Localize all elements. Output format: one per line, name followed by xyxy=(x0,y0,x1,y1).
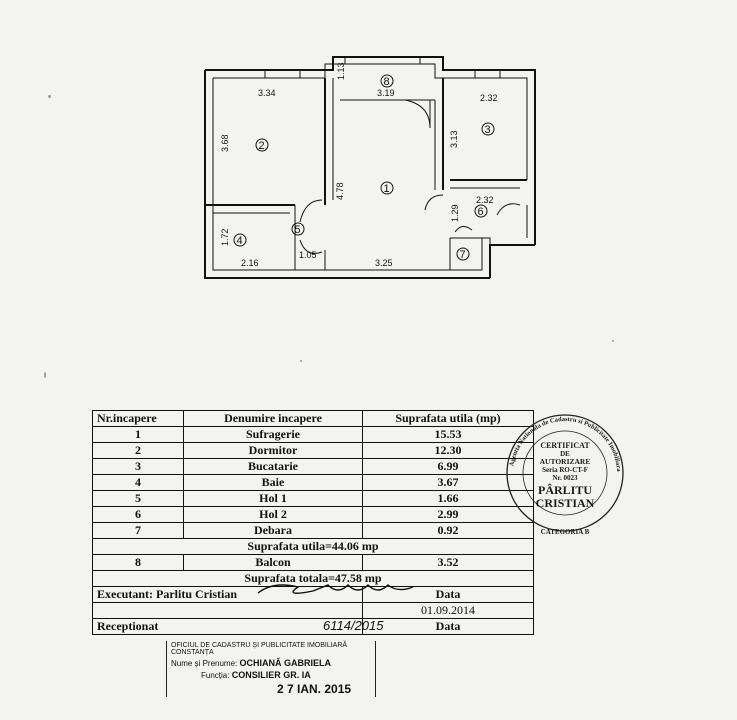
header-area: Suprafata utila (mp) xyxy=(362,410,534,427)
dim-label: 1.05 xyxy=(299,250,317,260)
office-date: 2 7 IAN. 2015 xyxy=(166,681,376,697)
dim-label: 1.29 xyxy=(450,204,460,222)
signature-executant xyxy=(257,584,414,594)
room-nr: 1 xyxy=(92,426,184,443)
dim-label: 1.13 xyxy=(336,62,346,80)
useful-area: Suprafata utila=44.06 mp xyxy=(92,538,534,555)
room-name: Hol 1 xyxy=(183,490,363,507)
stamp-line: AUTORIZARE xyxy=(540,457,591,466)
floor-plan: 3.34 3.68 1.13 3.19 2.32 3.13 4.78 2.32 … xyxy=(204,56,536,279)
office-name-line: Nume și Prenume: OCHIANĂ GABRIELA xyxy=(166,657,376,669)
stamp-category: CATEGORIA B xyxy=(541,528,590,536)
stamp-line: DE xyxy=(560,450,570,458)
dim-label: 4.78 xyxy=(335,182,345,200)
office-name-label: Nume și Prenume: xyxy=(171,659,238,668)
room-nr: 8 xyxy=(92,554,184,571)
room-number: 6 xyxy=(478,206,484,218)
dim-label: 3.68 xyxy=(220,134,230,152)
room-nr: 7 xyxy=(92,522,184,539)
room-area: 3.52 xyxy=(362,554,534,571)
stamp-name: CRISTIAN xyxy=(536,496,595,510)
date-value: 01.09.2014 xyxy=(362,602,534,619)
office-function-line: Funcția: CONSILIER GR. IA xyxy=(166,669,376,681)
header-name: Denumire incapere xyxy=(183,410,363,427)
dim-label: 3.13 xyxy=(449,130,459,148)
stamp-name: PÂRLITU xyxy=(538,483,592,497)
room-nr: 6 xyxy=(92,506,184,523)
room-number: 1 xyxy=(384,183,390,195)
office-name-value: OCHIANĂ GABRIELA xyxy=(239,658,331,668)
office-function-label: Funcția: xyxy=(201,671,230,680)
total-area: Suprafata totala=47.58 mp xyxy=(92,570,534,587)
dim-label: 2.32 xyxy=(476,195,494,205)
office-stamp: OFICIUL DE CADASTRU ȘI PUBLICITATE IMOBI… xyxy=(166,641,376,697)
header-nr: Nr.incapere xyxy=(92,410,184,427)
stamp-line: Nr. 0023 xyxy=(552,474,578,482)
dim-label: 3.34 xyxy=(258,88,276,98)
office-title: OFICIUL DE CADASTRU ȘI PUBLICITATE IMOBI… xyxy=(166,641,376,657)
office-function-value: CONSILIER GR. IA xyxy=(231,670,311,680)
room-name: Hol 2 xyxy=(183,506,363,523)
receptionat-label: Receptionat xyxy=(97,619,159,633)
room-number: 2 xyxy=(259,140,265,152)
room-nr: 3 xyxy=(92,458,184,475)
empty-cell xyxy=(92,602,363,619)
room-area: 12.30 xyxy=(362,442,534,459)
dim-label: 2.32 xyxy=(480,93,498,103)
room-number: 4 xyxy=(237,235,243,247)
receptionat-cell: Receptionat 6114/2015 xyxy=(92,618,384,635)
dim-label: 2.16 xyxy=(241,258,259,268)
dim-label: 3.25 xyxy=(375,258,393,268)
rooms-table: Nr.incapere Denumire incapere Suprafata … xyxy=(92,410,534,635)
stamp-line: Seria RO-CT-F xyxy=(542,466,588,474)
total-area-row: Suprafata totala=47.58 mp xyxy=(92,570,534,587)
room-name: Sufragerie xyxy=(183,426,363,443)
room-nr: 5 xyxy=(92,490,184,507)
authorization-stamp: Agentia Nationala de Cadastru si Publici… xyxy=(506,414,624,536)
receptionat-row: Receptionat 6114/2015 Data xyxy=(92,618,534,635)
executant-label: Executant: Parlitu Cristian xyxy=(97,587,237,601)
date-label-2: Data xyxy=(362,618,534,635)
date-row: 01.09.2014 xyxy=(92,602,534,619)
executant-cell: Executant: Parlitu Cristian xyxy=(92,584,414,603)
room-number: 3 xyxy=(485,124,491,136)
room-area: 0.92 xyxy=(362,522,534,539)
room-name: Balcon xyxy=(183,554,363,571)
room-name: Debara xyxy=(183,522,363,539)
room-number: 7 xyxy=(460,249,466,261)
room-name: Dormitor xyxy=(183,442,363,459)
room-name: Baie xyxy=(183,474,363,491)
room-number: 5 xyxy=(295,224,301,236)
table-header-row: Nr.incapere Denumire incapere Suprafata … xyxy=(92,410,534,427)
room-name: Bucatarie xyxy=(183,458,363,475)
dim-label: 3.19 xyxy=(377,88,395,98)
stamp-line: CERTIFICAT xyxy=(540,441,590,450)
room-number-markers: 1 2 3 4 5 6 7 8 xyxy=(233,74,495,261)
executant-row: Executant: Parlitu Cristian Data xyxy=(92,584,534,603)
room-number: 8 xyxy=(384,76,390,88)
dim-label: 1.72 xyxy=(220,228,230,246)
useful-area-row: Suprafata utila=44.06 mp xyxy=(92,538,534,555)
receptionat-number: 6114/2015 xyxy=(323,618,384,633)
room-nr: 2 xyxy=(92,442,184,459)
room-nr: 4 xyxy=(92,474,184,491)
